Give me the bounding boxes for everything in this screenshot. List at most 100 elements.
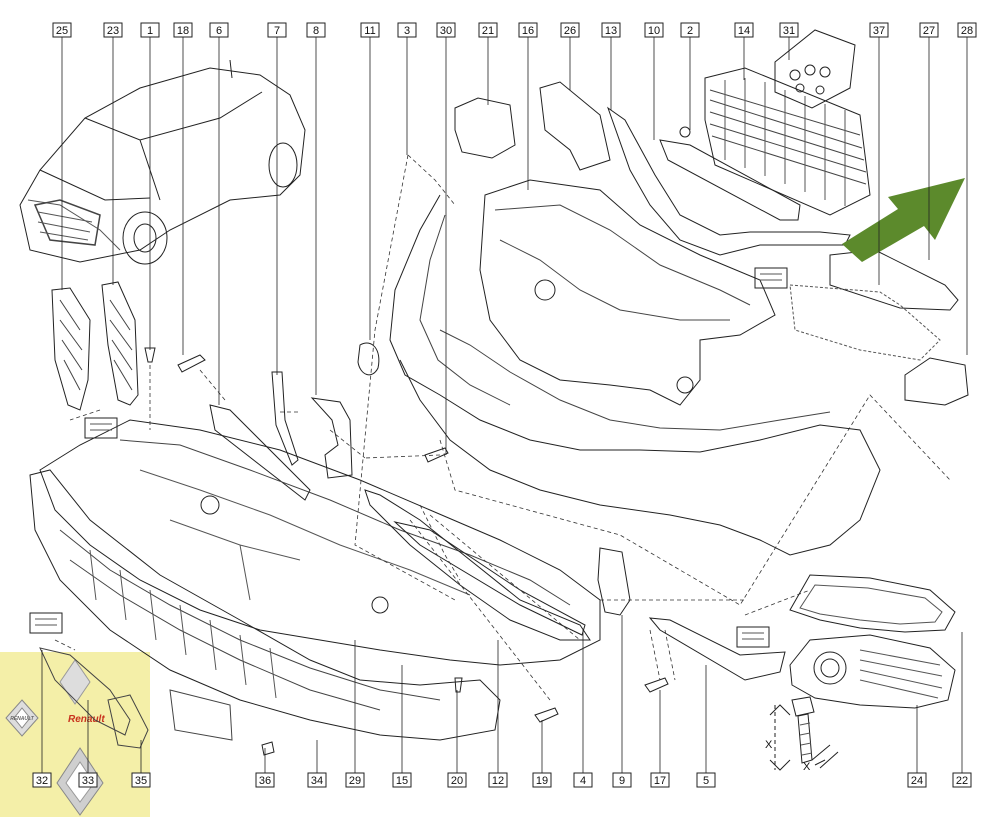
- part-32-bracket: [39, 647, 131, 736]
- bottom-callout-label: 19: [536, 775, 548, 787]
- top-callout-box: [140, 22, 160, 38]
- label-plate-2: [29, 612, 63, 634]
- part-29-lip: [364, 489, 591, 641]
- part-8-bracket: [310, 397, 353, 479]
- part-18-screw: [177, 354, 206, 373]
- part-26-duct: [539, 81, 611, 171]
- watermark-text: Renault: [68, 714, 105, 725]
- top-callout-label: 28: [961, 25, 973, 37]
- bottom-callout-label: 17: [654, 775, 666, 787]
- part-9-bracket: [597, 547, 631, 616]
- bottom-callout-box: [131, 772, 151, 788]
- top-callout-box: [436, 22, 456, 38]
- top-callout-label: 2: [687, 25, 693, 37]
- part-31-kit-box: [774, 29, 856, 109]
- bottom-callout-label: 35: [135, 775, 147, 787]
- part-10-deflector: [659, 139, 801, 221]
- bottom-callout-label: 5: [703, 775, 709, 787]
- top-callout-box: [680, 22, 700, 38]
- top-callout-label: 16: [522, 25, 534, 37]
- part-21-sensor: [454, 97, 516, 159]
- dimension-label-vertical: X: [765, 739, 773, 751]
- part-2-screw: [679, 126, 691, 138]
- label-plate-3: [754, 267, 788, 289]
- top-callout-label: 37: [873, 25, 885, 37]
- part-20-clip: [454, 677, 463, 693]
- part-35-bracket: [107, 694, 149, 749]
- bottom-callout-box: [255, 772, 275, 788]
- logo-watermark-panel: RENAULT Renault: [0, 652, 150, 817]
- bottom-callout-box: [345, 772, 365, 788]
- bottom-callout-label: 12: [492, 775, 504, 787]
- part-11-cap: [357, 342, 380, 376]
- top-callout-label: 30: [440, 25, 452, 37]
- bottom-callout-box: [573, 772, 593, 788]
- part-36-clip: [261, 741, 275, 756]
- top-callout-box: [779, 22, 799, 38]
- bottom-callout-label: 4: [580, 775, 586, 787]
- top-callout-box: [919, 22, 939, 38]
- top-callout-box: [560, 22, 580, 38]
- highlight-arrow: [842, 178, 965, 262]
- top-callout-box: [306, 22, 326, 38]
- top-callout-box: [478, 22, 498, 38]
- bottom-callout-box: [612, 772, 632, 788]
- top-callout-box: [103, 22, 123, 38]
- top-callout-label: 6: [216, 25, 222, 37]
- top-callout-label: 25: [56, 25, 68, 37]
- top-callout-label: 13: [605, 25, 617, 37]
- renault-logo-small: RENAULT: [5, 699, 39, 737]
- top-callout-label: 14: [738, 25, 750, 37]
- parts-outlines: [19, 29, 969, 771]
- part-24-fog-bezel: [789, 634, 956, 709]
- part-7-bracket: [271, 371, 299, 466]
- bottom-callout-box: [650, 772, 670, 788]
- part-37-foam: [789, 284, 941, 361]
- part-34-grille: [29, 469, 501, 741]
- bottom-callout-label: 24: [911, 775, 923, 787]
- part-1-clip: [144, 347, 156, 363]
- top-callout-box: [957, 22, 977, 38]
- part-3-bumper-cover: [389, 194, 881, 556]
- assembly-guide-lines: [54, 154, 951, 701]
- top-callout-label: 18: [177, 25, 189, 37]
- top-callout-box: [267, 22, 287, 38]
- top-callout-box: [734, 22, 754, 38]
- bottom-callout-box: [32, 772, 52, 788]
- part-30-screw: [424, 447, 449, 463]
- part-25-side-bracket: [51, 287, 91, 411]
- bottom-callout-box: [696, 772, 716, 788]
- top-callout-box: [518, 22, 538, 38]
- top-callout-label: 27: [923, 25, 935, 37]
- part-13-pipe: [607, 106, 851, 256]
- bottom-callout-box: [952, 772, 972, 788]
- bottom-callout-label: 32: [36, 775, 48, 787]
- top-callout-label: 3: [404, 25, 410, 37]
- top-callout-label: 7: [274, 25, 280, 37]
- top-callout-label: 26: [564, 25, 576, 37]
- bottom-callout-box: [447, 772, 467, 788]
- label-plate-4: [736, 626, 770, 648]
- part-14-radiator: [704, 67, 871, 216]
- bottom-callout-box: [907, 772, 927, 788]
- bottom-callout-label: 15: [396, 775, 408, 787]
- part-15-lower-beam: [39, 419, 601, 666]
- label-plate-1: [84, 417, 118, 439]
- top-callout-label: 8: [313, 25, 319, 37]
- bottom-callout-box: [488, 772, 508, 788]
- part-19-screw: [534, 707, 559, 723]
- logo-text: RENAULT: [10, 716, 34, 722]
- part-23-side-bracket: [101, 281, 139, 406]
- top-callout-box: [644, 22, 664, 38]
- top-callout-label: 11: [364, 25, 375, 37]
- top-callout-box: [173, 22, 193, 38]
- bottom-callout-label: 33: [82, 775, 94, 787]
- dimension-label-horizontal: X: [803, 761, 811, 773]
- bottom-callout-label: 34: [311, 775, 323, 787]
- bottom-callout-box: [307, 772, 327, 788]
- top-callout-box: [360, 22, 380, 38]
- top-callout-label: 21: [482, 25, 494, 37]
- part-6-bracket: [209, 404, 311, 501]
